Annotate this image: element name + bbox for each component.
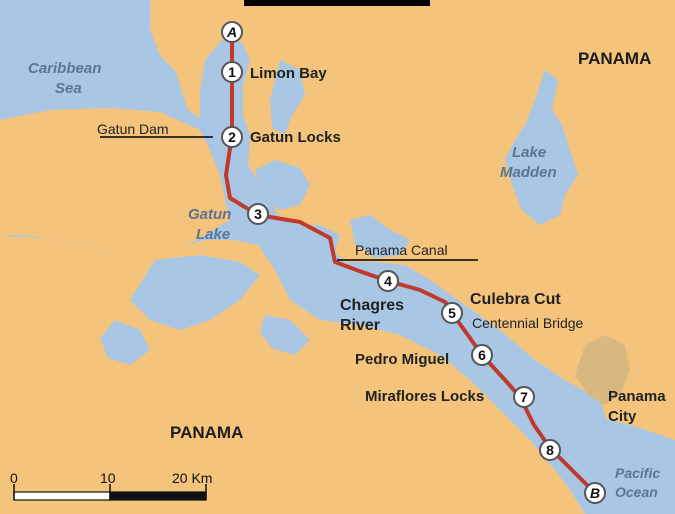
label-pedro-miguel: Pedro Miguel (355, 351, 449, 368)
scale-bar-white (13, 491, 111, 501)
scale-label-10: 10 (100, 470, 116, 486)
label-country-ne: PANAMA (578, 49, 651, 68)
scale-label-0: 0 (10, 470, 18, 486)
route-marker-label: 4 (384, 273, 392, 289)
route-marker-circle (471, 344, 493, 366)
route-marker-circle (441, 302, 463, 324)
route-marker-label: A (226, 24, 237, 40)
route-marker-circle (377, 270, 399, 292)
scale-bar-black (109, 491, 207, 501)
label-caribbean-line2: Sea (55, 80, 82, 97)
label-lake-madden-line2: Madden (500, 164, 557, 181)
label-lake-madden-line1: Lake (512, 144, 546, 161)
route-marker-label: B (590, 485, 600, 501)
label-gatun-dam: Gatun Dam (97, 121, 169, 137)
canal-route (224, 32, 597, 495)
label-country-sw: PANAMA (170, 423, 243, 442)
route-marker-circle (221, 126, 243, 148)
title-bar (244, 0, 430, 6)
route-marker-circle (221, 61, 243, 83)
label-pacific-line2: Ocean (615, 484, 658, 500)
route-marker-label: 2 (228, 129, 236, 145)
route-markers: A 1 2 3 4 5 6 7 8B (221, 21, 606, 504)
label-panama-city-line1: Panama (608, 388, 666, 405)
gatun-lake-arm (270, 60, 305, 135)
route-marker-circle (247, 203, 269, 225)
label-centennial-bridge: Centennial Bridge (472, 315, 584, 331)
gatun-lake-arm (255, 160, 310, 210)
panama-city-area (575, 335, 630, 405)
label-panama-canal: Panama Canal (355, 242, 448, 258)
route-marker-circle (539, 439, 561, 461)
route-marker-label: 1 (228, 64, 236, 80)
label-pacific-line1: Pacific (615, 465, 660, 481)
route-marker-label: 3 (254, 206, 262, 222)
scale-label-20: 20 Km (172, 470, 212, 486)
lake-madden (505, 70, 578, 225)
label-panama-city-line2: City (608, 408, 637, 425)
label-gatun-lake-line2: Lake (196, 226, 230, 243)
label-culebra-cut: Culebra Cut (470, 291, 561, 308)
gatun-lake-arm (100, 320, 150, 365)
route-marker-label: 6 (478, 347, 486, 363)
route-marker-label: 7 (520, 389, 528, 405)
label-limon-bay: Limon Bay (250, 65, 327, 82)
label-miraflores-locks: Miraflores Locks (365, 388, 484, 405)
route-marker-circle (513, 386, 535, 408)
label-caribbean-line1: Caribbean (28, 60, 101, 77)
scale-bar: 0 10 20 Km (10, 470, 212, 501)
route-marker-label: 8 (546, 442, 554, 458)
route-marker-circle (584, 482, 606, 504)
label-chagres-line2: River (340, 317, 380, 334)
gatun-lake-arm (260, 315, 310, 355)
label-gatun-lake-line1: Gatun (188, 206, 231, 223)
label-chagres-line1: Chagres (340, 297, 404, 314)
land-west (0, 108, 230, 255)
gatun-lake-arm (350, 215, 410, 258)
gatun-lake-arm (130, 255, 260, 330)
label-gatun-locks: Gatun Locks (250, 129, 341, 146)
route-marker-label: 5 (448, 305, 456, 321)
route-marker-circle (221, 21, 243, 43)
